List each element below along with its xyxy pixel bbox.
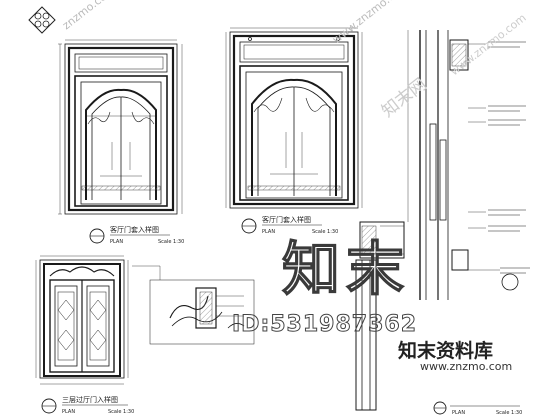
view-title-2-cn: 客厅门套入样图 bbox=[262, 215, 311, 224]
door-elevation-2 bbox=[225, 27, 363, 209]
vertical-section bbox=[355, 30, 530, 411]
view-title-3: 三层过厅门入样图 PLAN Scale 1:30 bbox=[41, 395, 134, 415]
view-title-3-cn: 三层过厅门入样图 bbox=[62, 395, 118, 404]
view-title-1: 客厅门套入样图 PLAN Scale 1:30 bbox=[89, 225, 184, 245]
view-title-1-cn: 客厅门套入样图 bbox=[110, 225, 159, 234]
view-title-2-scale: Scale 1:30 bbox=[312, 229, 338, 235]
view-title-1-en: PLAN bbox=[110, 239, 123, 245]
view-title-4-scale: Scale 1:30 bbox=[496, 410, 522, 416]
north-logo-icon bbox=[28, 6, 56, 34]
profile-detail bbox=[149, 279, 255, 345]
view-title-1-scale: Scale 1:30 bbox=[158, 239, 184, 245]
view-title-2-en: PLAN bbox=[262, 229, 275, 235]
view-title-4: PLAN Scale 1:30 bbox=[433, 401, 522, 416]
view-title-3-en: PLAN bbox=[62, 409, 75, 415]
door-elevation-3 bbox=[35, 255, 161, 385]
view-title-3-scale: Scale 1:30 bbox=[108, 409, 134, 415]
view-title-4-en: PLAN bbox=[452, 410, 465, 416]
door-elevation-1 bbox=[58, 39, 183, 215]
view-title-2: 客厅门套入样图 PLAN Scale 1:30 bbox=[241, 215, 338, 235]
